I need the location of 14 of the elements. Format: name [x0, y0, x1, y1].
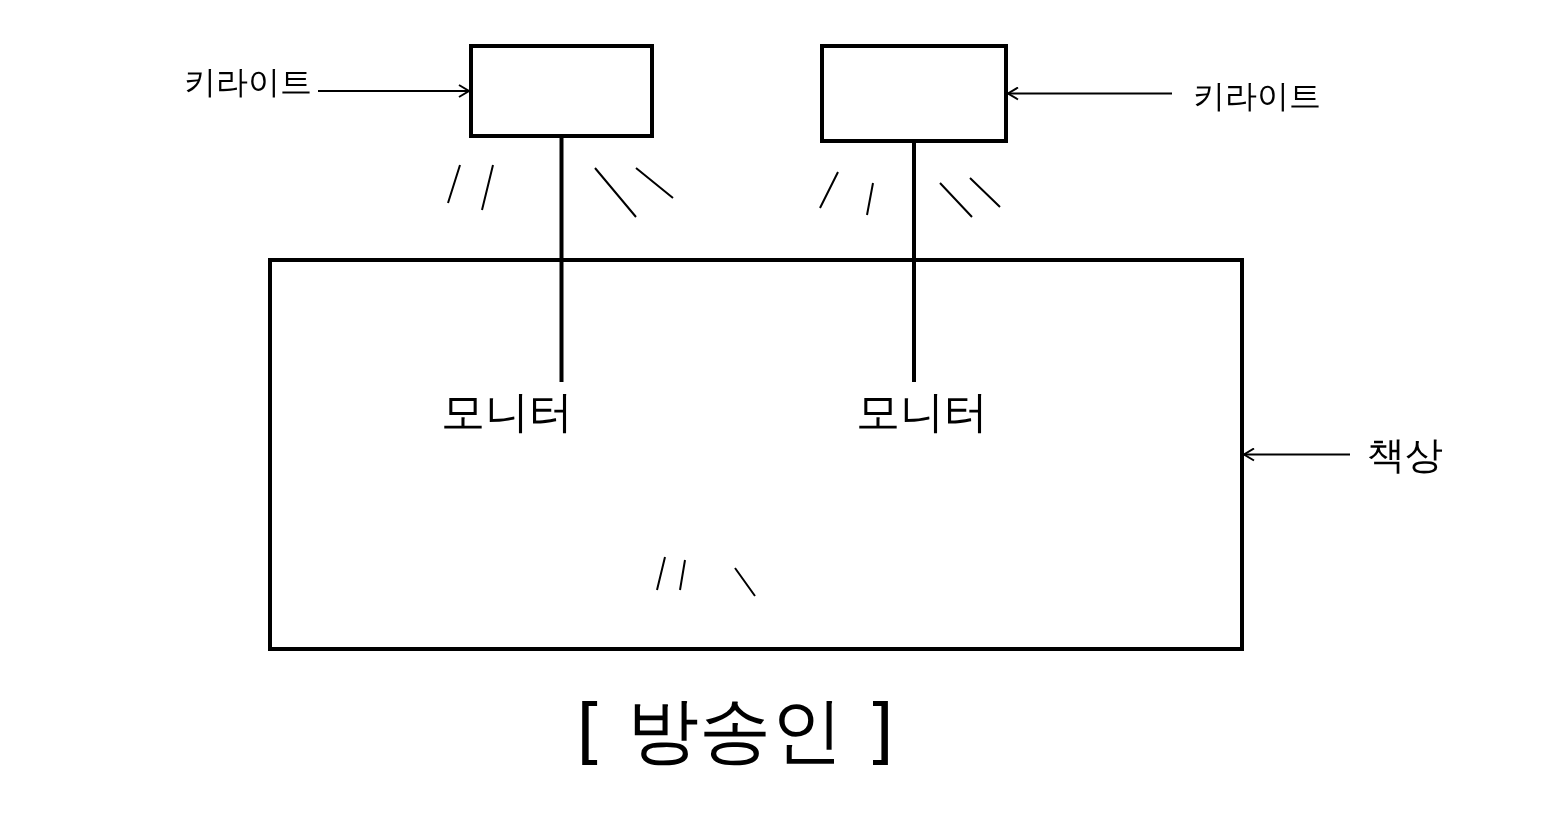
person-label: [ 방송인 ]: [576, 688, 894, 772]
connector-line: [559, 138, 564, 382]
key-light-box: [820, 44, 1008, 143]
desk-label: 책상: [1367, 431, 1443, 479]
monitor-label: 모니터: [856, 384, 988, 439]
monitor-label: 모니터: [441, 384, 573, 439]
key-light-label: 키라이트: [1193, 76, 1321, 117]
arrow: [1243, 447, 1351, 462]
key-light-box: [469, 44, 654, 138]
connector-line: [912, 143, 916, 382]
arrow: [317, 84, 470, 98]
arrow: [1007, 86, 1173, 101]
desk-box: [268, 258, 1244, 651]
key-light-label: 키라이트: [184, 62, 312, 103]
